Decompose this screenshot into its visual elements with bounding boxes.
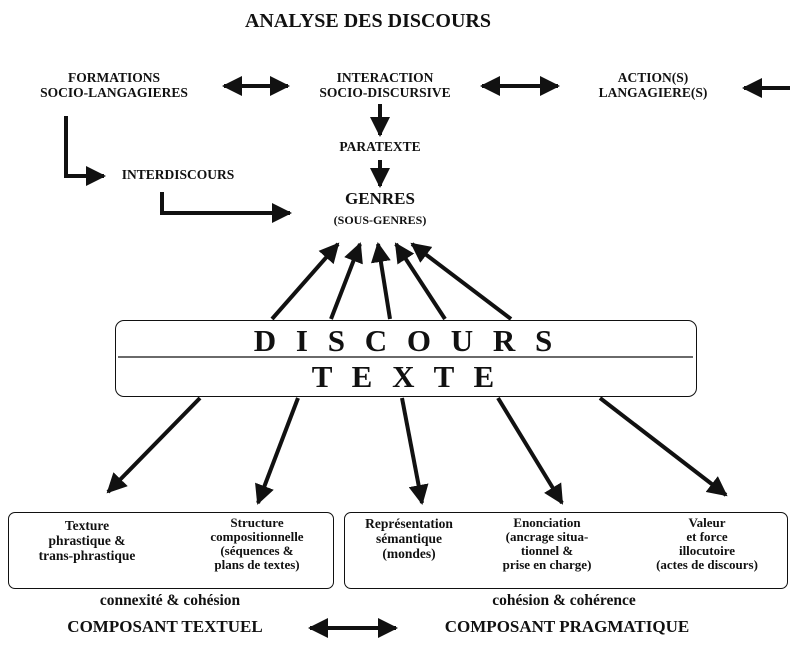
formations-label: FORMATIONS SOCIO-LANGAGIERES [40, 70, 188, 101]
textuel-caption: connexité & cohésion [99, 592, 241, 609]
arrow-down-texture [106, 396, 202, 494]
enonciation-label: Enonciation (ancrage situa- tionnel & pr… [502, 515, 592, 573]
pragmatique-caption: cohésion & cohérence [492, 592, 636, 609]
discours-label: D I S C O U R S [253, 323, 559, 358]
arrow-down-representation [400, 397, 429, 505]
texte-label: T E X T E [311, 359, 501, 394]
arrow-down-enonciation [496, 396, 564, 505]
genres-label: GENRES [345, 189, 415, 208]
arrow-down-valeur [598, 396, 728, 497]
interaction-label: INTERACTION SOCIO-DISCURSIVE [319, 70, 451, 101]
arrow-up-3 [370, 242, 392, 320]
sous-genres-label: (SOUS-GENRES) [333, 213, 427, 227]
arrow-up-5 [410, 242, 513, 321]
interdiscours-label: INTERDISCOURS [121, 167, 235, 182]
arrow-down-structure [255, 397, 300, 505]
arrow-up-2 [329, 242, 363, 320]
representation-label: Représentation sémantique (mondes) [365, 516, 453, 562]
pragmatique-box [344, 512, 788, 589]
valeur-label: Valeur et force illocutoire (actes de di… [656, 515, 758, 573]
arrow-formations-interdiscours [64, 116, 106, 186]
arrow-up-4 [394, 242, 447, 321]
composant-textuel-label: COMPOSANT TEXTUEL [67, 617, 263, 636]
paratexte-label: PARATEXTE [339, 139, 421, 154]
composant-pragmatique-label: COMPOSANT PRAGMATIQUE [444, 617, 690, 636]
arrow-up-1 [270, 242, 340, 321]
texture-label: Texture phrastique & trans-phrastique [38, 518, 136, 564]
actions-label: ACTION(S) LANGAGIERE(S) [598, 70, 708, 101]
diagram-title: ANALYSE DES DISCOURS [244, 10, 491, 32]
structure-label: Structure compositionnelle (séquences & … [210, 515, 304, 573]
arrow-interdiscours-genres [160, 192, 292, 223]
textuel-box [8, 512, 334, 589]
discours-texte-box [115, 320, 697, 397]
